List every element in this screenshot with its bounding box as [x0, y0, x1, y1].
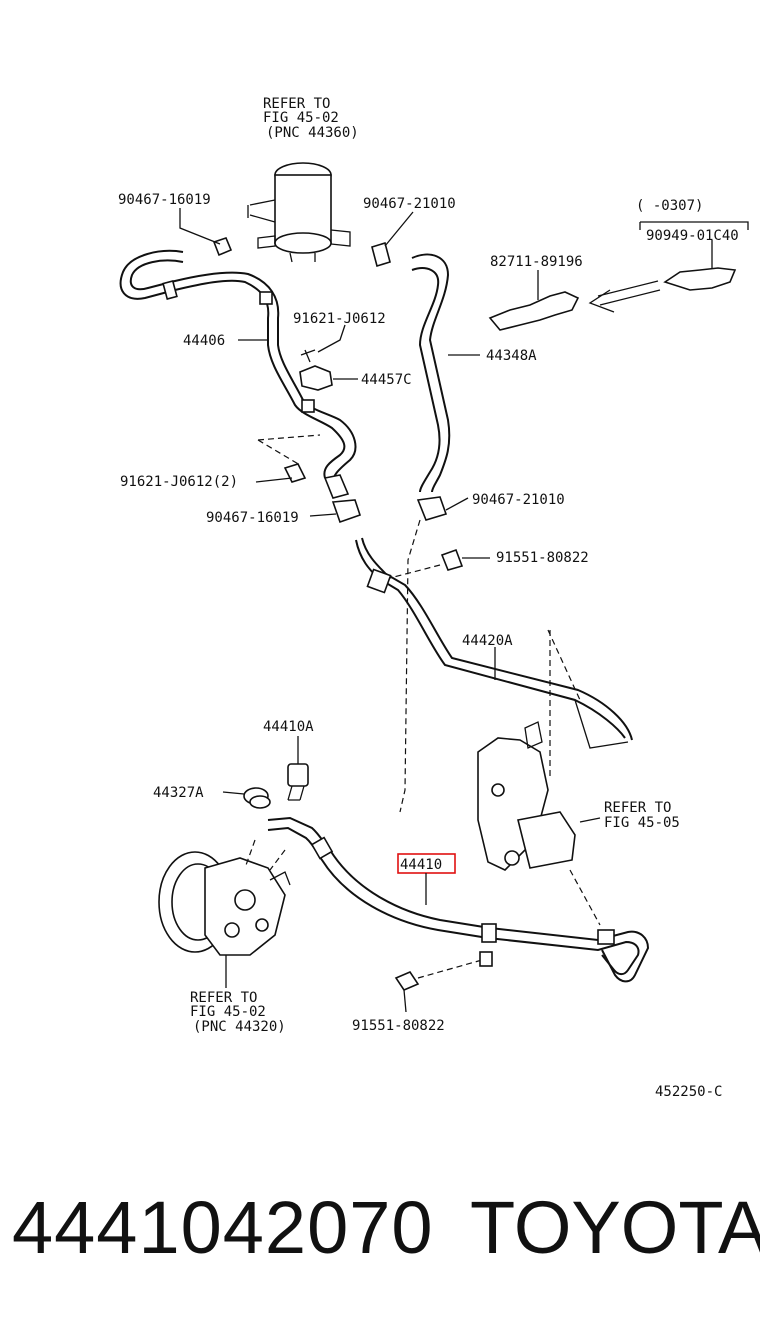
label-44327a: 44327A	[153, 785, 204, 801]
reservoir-tank	[247, 162, 351, 263]
label-91621-j0612: 91621-J0612	[293, 311, 386, 327]
label-44410a: 44410A	[263, 719, 314, 735]
label-44457c: 44457C	[361, 372, 412, 388]
label-90467-21010-top: 90467-21010	[363, 196, 456, 212]
refer-bottom-line3: (PNC 44320)	[193, 1019, 286, 1035]
pressure-tube-44420a	[355, 537, 633, 749]
label-91621-j0612-2: 91621-J0612(2)	[120, 474, 238, 490]
bolt-j0612	[300, 324, 346, 363]
part-number-text: 4441042070	[12, 1186, 434, 1269]
arrow-indicator	[588, 280, 661, 313]
bolt-j0612-2	[255, 434, 321, 483]
suction-hose-44348a	[411, 253, 451, 521]
label-91551-80822-bottom: 91551-80822	[352, 1018, 445, 1034]
label-91551-80822-top: 91551-80822	[496, 550, 589, 566]
label-90467-16019-top: 90467-16019	[118, 192, 211, 208]
power-steering-pump	[158, 851, 291, 956]
label-range: ( -0307)	[636, 198, 703, 214]
refer-bottom-text: REFER TO FIG 45-02 (PNC 44320)	[190, 990, 286, 1035]
label-44410: 44410	[400, 857, 442, 873]
refer-top-line1: REFER TO	[263, 96, 330, 112]
refer-bottom-line1: REFER TO	[190, 990, 257, 1006]
clip-90949-01c40	[639, 221, 749, 291]
label-82711-89196: 82711-89196	[490, 254, 583, 270]
label-44348a: 44348A	[486, 348, 537, 364]
gasket-44327a	[222, 787, 271, 809]
clip-21010-top	[371, 211, 414, 268]
union-bolt-44410a	[287, 736, 309, 801]
bolt-80822-top	[389, 548, 490, 579]
bolt-80822-bottom	[394, 951, 493, 1013]
footer-caption: 4441042070 TOYOTA	[0, 1185, 760, 1295]
clip-16019-top	[179, 208, 233, 257]
label-90949-01c40: 90949-01C40	[646, 228, 739, 244]
refer-right-text: REFER TO FIG 45-05	[604, 800, 680, 831]
refer-top-text: REFER TO FIG 45-02 (PNC 44360)	[263, 96, 359, 141]
label-90467-16019-bottom: 90467-16019	[206, 510, 299, 526]
clamp-44457c	[299, 365, 358, 391]
label-90467-21010-bottom: 90467-21010	[472, 492, 565, 508]
refer-top-line2: FIG 45-02	[263, 110, 339, 126]
brand-text: TOYOTA	[470, 1186, 760, 1269]
clip-16019-bottom	[309, 499, 362, 524]
steering-gear	[477, 721, 576, 871]
refer-right-line2: FIG 45-05	[604, 815, 680, 831]
label-44420a: 44420A	[462, 633, 513, 649]
pressure-hose-44410	[244, 816, 650, 983]
bracket-82711-89196	[488, 270, 580, 331]
figure-code: 452250-C	[655, 1084, 722, 1100]
refer-top-line3: (PNC 44360)	[266, 125, 359, 141]
return-hose-44406	[119, 249, 357, 499]
refer-bottom-line2: FIG 45-02	[190, 1004, 266, 1020]
label-44406: 44406	[183, 333, 225, 349]
refer-right-line1: REFER TO	[604, 800, 671, 816]
